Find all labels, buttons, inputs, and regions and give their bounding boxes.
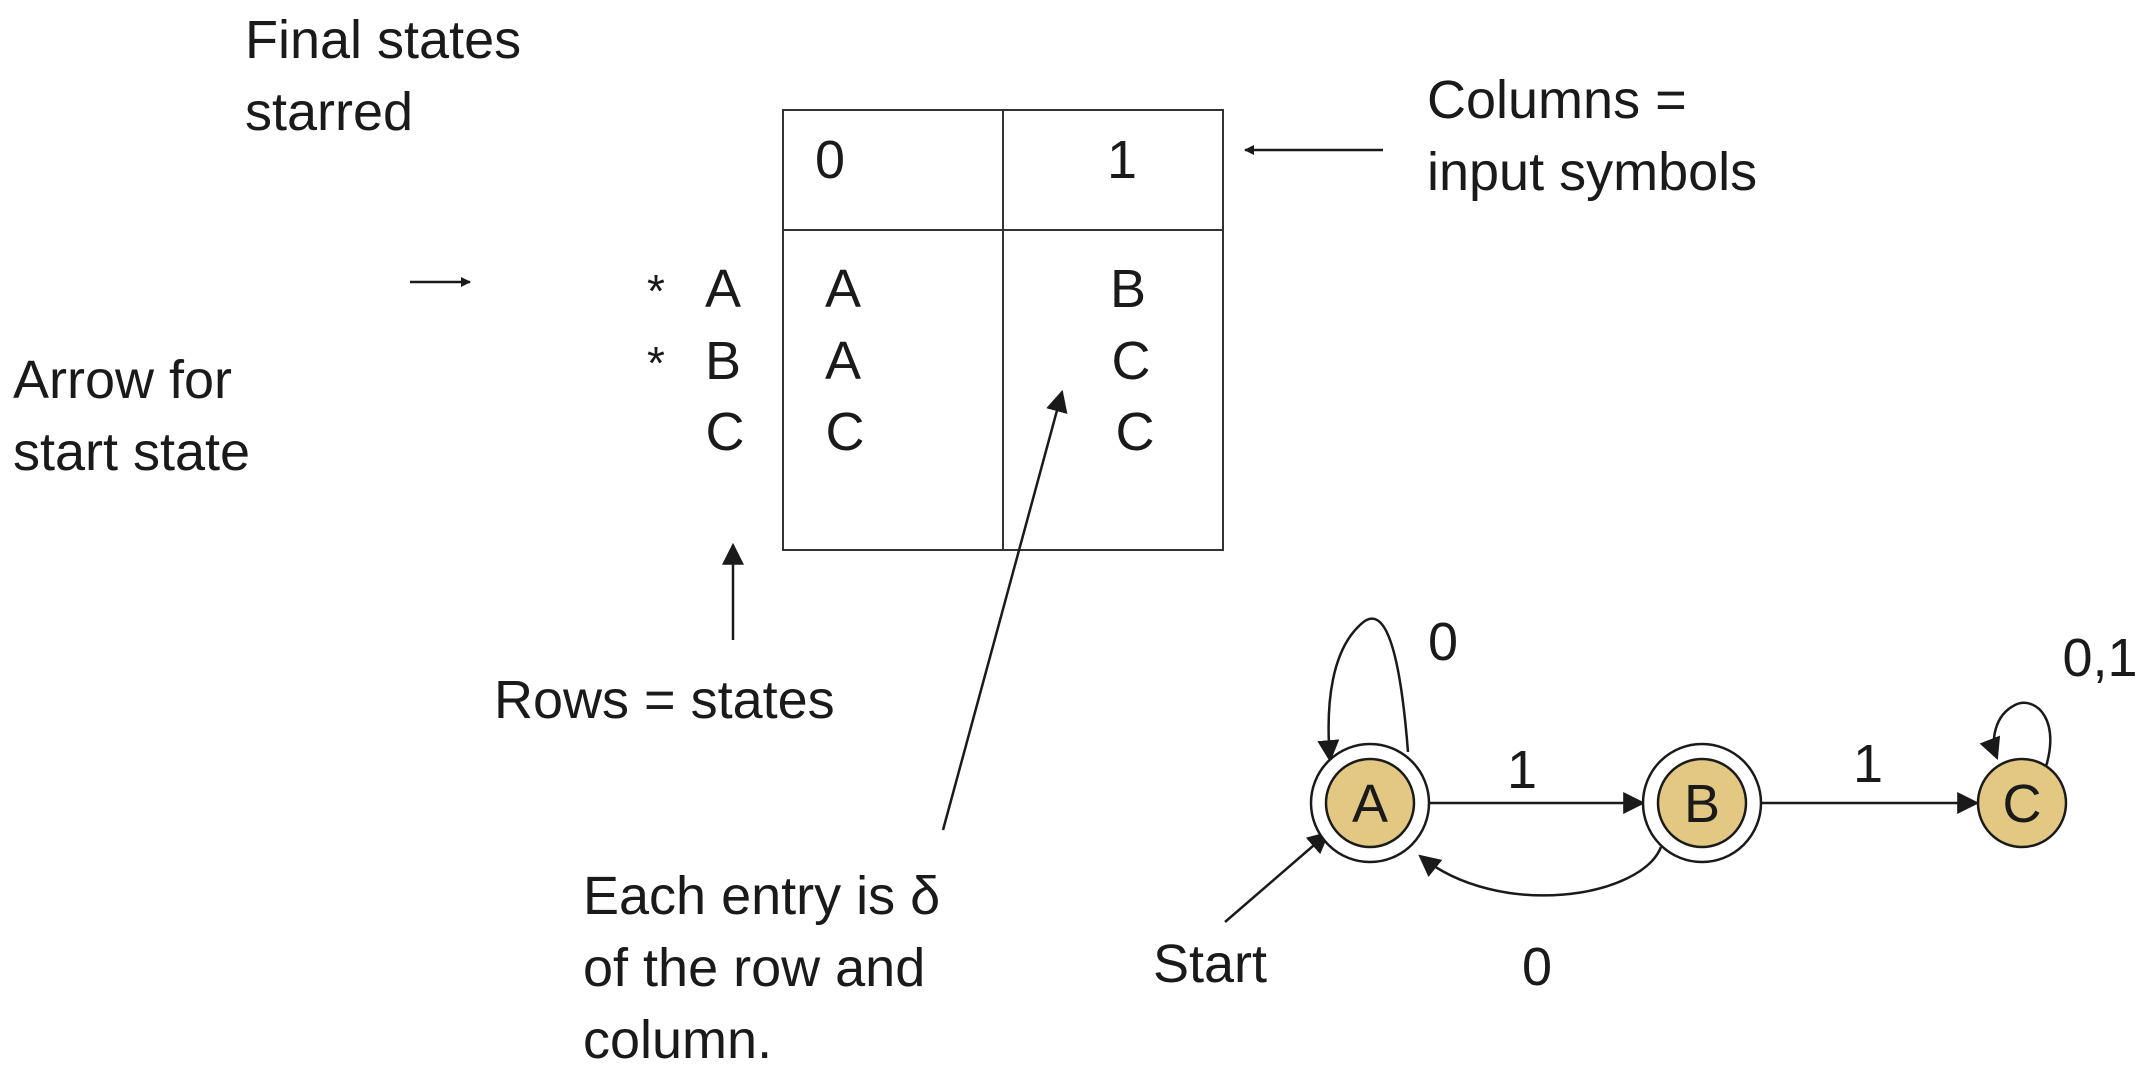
note-line: column. — [583, 1010, 773, 1070]
state-circle — [1324, 757, 1416, 849]
table-cell: C — [826, 402, 865, 462]
state-label: C — [2003, 774, 2042, 834]
transition-table-grid — [782, 109, 1224, 551]
note-line: input symbols — [1427, 142, 1758, 202]
edge-label: 0 — [1428, 612, 1458, 672]
rows-note: Rows = states — [494, 670, 835, 730]
table-cell: B — [1110, 259, 1146, 319]
start-label: Start — [1153, 934, 1267, 994]
state-node-a: A — [1309, 742, 1431, 864]
note-line: start state — [13, 422, 251, 482]
row-state-label: A — [705, 259, 741, 319]
edge-label: 0,1 — [2062, 628, 2137, 688]
edge-label: 1 — [1507, 740, 1537, 800]
table-cell: C — [1112, 331, 1151, 391]
final-state-star: * — [647, 337, 665, 389]
automaton-edges — [1224, 617, 2052, 923]
state-node-c: C — [1976, 757, 2068, 849]
note-line: Arrow for — [13, 350, 233, 410]
entry-pointer-arrow — [941, 389, 1068, 831]
note-line: of the row and — [583, 938, 926, 998]
edge-label: 0 — [1522, 937, 1552, 997]
table-cell: A — [825, 331, 861, 391]
state-label: B — [1684, 774, 1720, 834]
state-label: A — [1352, 774, 1388, 834]
start-arrow — [1224, 831, 1330, 923]
start-arrow-note: Arrow for start state — [13, 344, 250, 488]
table-cell: C — [1116, 402, 1155, 462]
row-state-label: C — [706, 402, 745, 462]
state-circle — [1656, 757, 1748, 849]
row-state-label: B — [705, 331, 741, 391]
final-states-note: Final states starred — [245, 4, 521, 148]
state-circle — [1976, 757, 2068, 849]
note-line: starred — [245, 82, 414, 142]
column-header-1: 1 — [1107, 130, 1137, 190]
state-node-b: B — [1641, 742, 1763, 864]
edge-b-to-a — [1418, 846, 1663, 897]
note-line: Columns = — [1427, 70, 1687, 130]
final-state-star: * — [647, 265, 665, 317]
note-line: Final states — [245, 10, 522, 70]
note-line: Each entry is δ — [583, 866, 941, 926]
columns-note: Columns = input symbols — [1427, 64, 1757, 208]
entry-note: Each entry is δ of the row and column. — [583, 860, 940, 1076]
column-header-0: 0 — [815, 130, 845, 190]
edge-label: 1 — [1853, 734, 1883, 794]
self-loop-edge-c — [1979, 701, 2052, 779]
self-loop-edge-a — [1317, 617, 1410, 763]
table-cell: A — [825, 259, 861, 319]
